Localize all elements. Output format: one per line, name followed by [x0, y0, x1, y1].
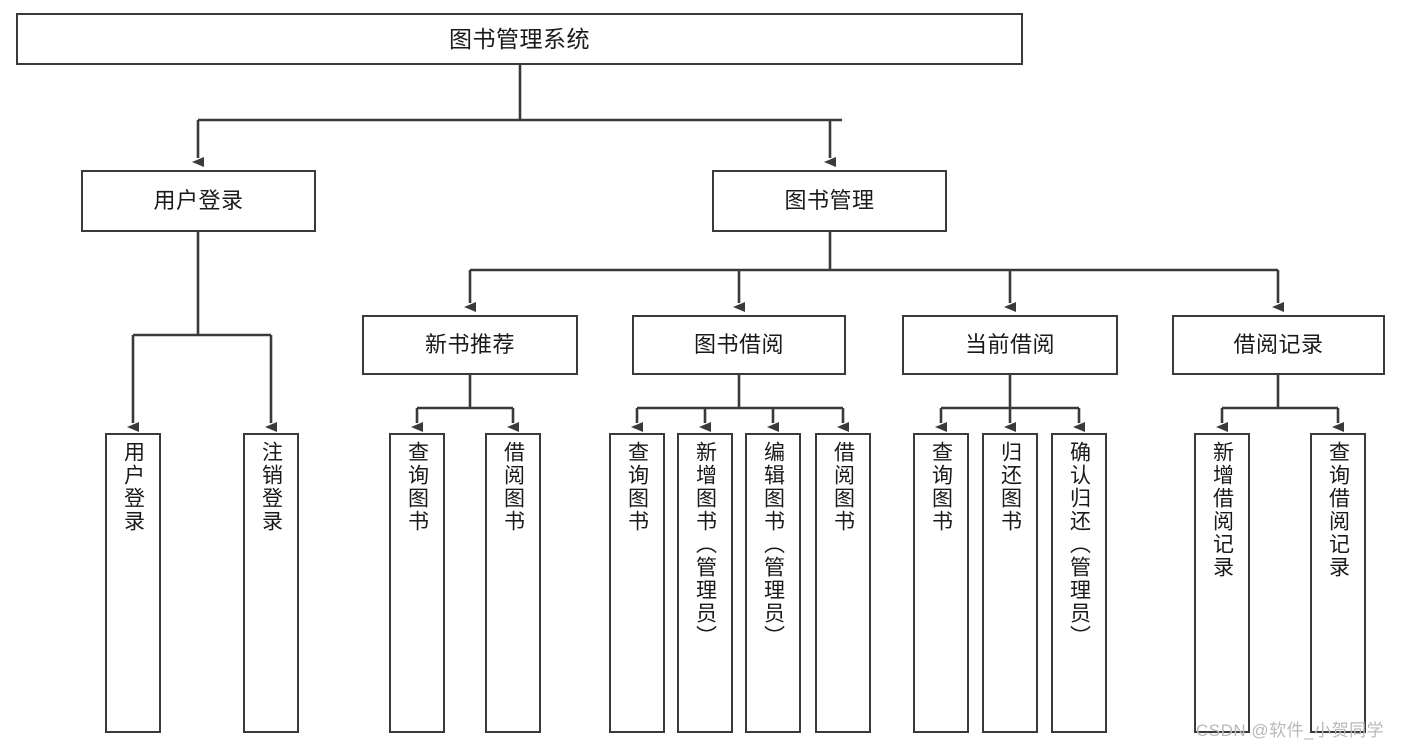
leaf-record-add-record-label: 新增借阅记录 — [1210, 441, 1234, 579]
leaf-current-query-book-label: 查询图书 — [929, 441, 953, 533]
leaf-record-query-record-label: 查询借阅记录 — [1326, 441, 1350, 579]
leaf-borrow-edit-book-admin[interactable]: 编辑图书（管理员） — [745, 433, 801, 733]
leaf-current-query-book[interactable]: 查询图书 — [913, 433, 969, 733]
leaf-new-book-borrow[interactable]: 借阅图书 — [485, 433, 541, 733]
leaf-borrow-borrow-book-label: 借阅图书 — [831, 441, 855, 533]
leaf-user-login-login-label: 用户登录 — [121, 441, 145, 533]
node-new-book-recommend[interactable]: 新书推荐 — [362, 315, 578, 375]
node-current-borrow[interactable]: 当前借阅 — [902, 315, 1118, 375]
leaf-borrow-edit-book-admin-label: 编辑图书（管理员） — [761, 441, 785, 648]
leaf-new-book-query-label: 查询图书 — [405, 441, 429, 533]
node-user-login[interactable]: 用户登录 — [81, 170, 316, 232]
leaf-borrow-add-book-admin[interactable]: 新增图书（管理员） — [677, 433, 733, 733]
leaf-current-return-book[interactable]: 归还图书 — [982, 433, 1038, 733]
node-root-book-management-system[interactable]: 图书管理系统 — [16, 13, 1023, 65]
node-borrow-record[interactable]: 借阅记录 — [1172, 315, 1385, 375]
node-new-book-recommend-label: 新书推荐 — [424, 332, 515, 358]
node-book-borrow[interactable]: 图书借阅 — [632, 315, 846, 375]
leaf-record-query-record[interactable]: 查询借阅记录 — [1310, 433, 1366, 733]
node-book-borrow-label: 图书借阅 — [693, 332, 784, 358]
leaf-borrow-query-book-label: 查询图书 — [625, 441, 649, 533]
csdn-watermark: CSDN @软件_小贺同学 — [1196, 721, 1385, 740]
leaf-current-confirm-return-admin-label: 确认归还（管理员） — [1067, 441, 1091, 648]
leaf-user-login-logout[interactable]: 注销登录 — [243, 433, 299, 733]
leaf-new-book-borrow-label: 借阅图书 — [501, 441, 525, 533]
leaf-current-confirm-return-admin[interactable]: 确认归还（管理员） — [1051, 433, 1107, 733]
node-root-label: 图书管理系统 — [449, 25, 590, 52]
node-user-login-label: 用户登录 — [153, 188, 244, 214]
leaf-user-login-login[interactable]: 用户登录 — [105, 433, 161, 733]
leaf-borrow-add-book-admin-label: 新增图书（管理员） — [693, 441, 717, 648]
leaf-new-book-query[interactable]: 查询图书 — [389, 433, 445, 733]
node-book-management-label: 图书管理 — [784, 188, 875, 214]
node-borrow-record-label: 借阅记录 — [1233, 332, 1324, 358]
node-book-management[interactable]: 图书管理 — [712, 170, 947, 232]
node-current-borrow-label: 当前借阅 — [964, 332, 1055, 358]
leaf-user-login-logout-label: 注销登录 — [259, 441, 283, 533]
leaf-current-return-book-label: 归还图书 — [998, 441, 1022, 533]
leaf-borrow-query-book[interactable]: 查询图书 — [609, 433, 665, 733]
leaf-borrow-borrow-book[interactable]: 借阅图书 — [815, 433, 871, 733]
leaf-record-add-record[interactable]: 新增借阅记录 — [1194, 433, 1250, 733]
